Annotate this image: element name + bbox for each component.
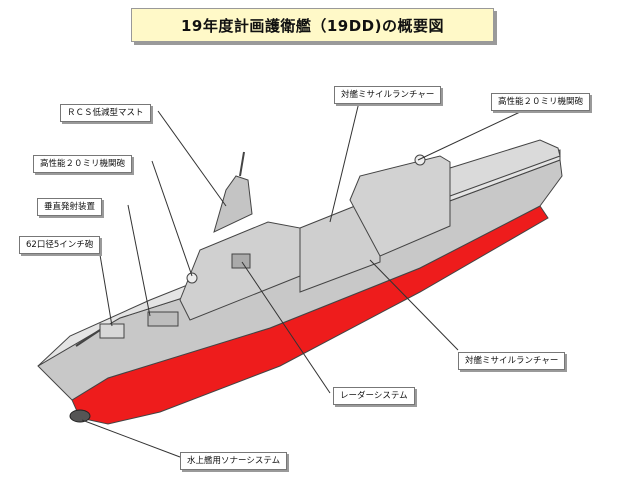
label-ciws-aft: 高性能２０ミリ機関砲 xyxy=(491,93,591,111)
label-gun: 62口径5インチ砲 xyxy=(19,236,101,254)
radar-panel xyxy=(231,253,251,269)
label-ssm-top: 対艦ミサイルランチャー xyxy=(334,86,442,104)
aft-ciws xyxy=(414,154,426,166)
fore-ciws xyxy=(186,272,198,284)
label-sonar: 水上艦用ソナーシステム xyxy=(180,452,288,470)
sonar-dome xyxy=(69,409,91,423)
aft-superstructure xyxy=(349,155,451,257)
label-ciws-fore: 高性能２０ミリ機関砲 xyxy=(33,155,133,173)
label-rcs-mast: ＲＣＳ低減型マスト xyxy=(60,104,151,122)
diagram-title: 19年度計画護衛艦（19DD)の概要図 xyxy=(131,8,494,42)
bow-gun xyxy=(99,323,125,339)
label-radar: レーダーシステム xyxy=(333,387,415,405)
label-vls: 垂直発射装置 xyxy=(37,198,103,216)
flight-deck xyxy=(449,139,561,197)
leader-lines xyxy=(81,97,521,458)
vls-block xyxy=(147,311,179,327)
label-ssm-right: 対艦ミサイルランチャー xyxy=(458,352,566,370)
rcs-mast xyxy=(213,175,253,233)
